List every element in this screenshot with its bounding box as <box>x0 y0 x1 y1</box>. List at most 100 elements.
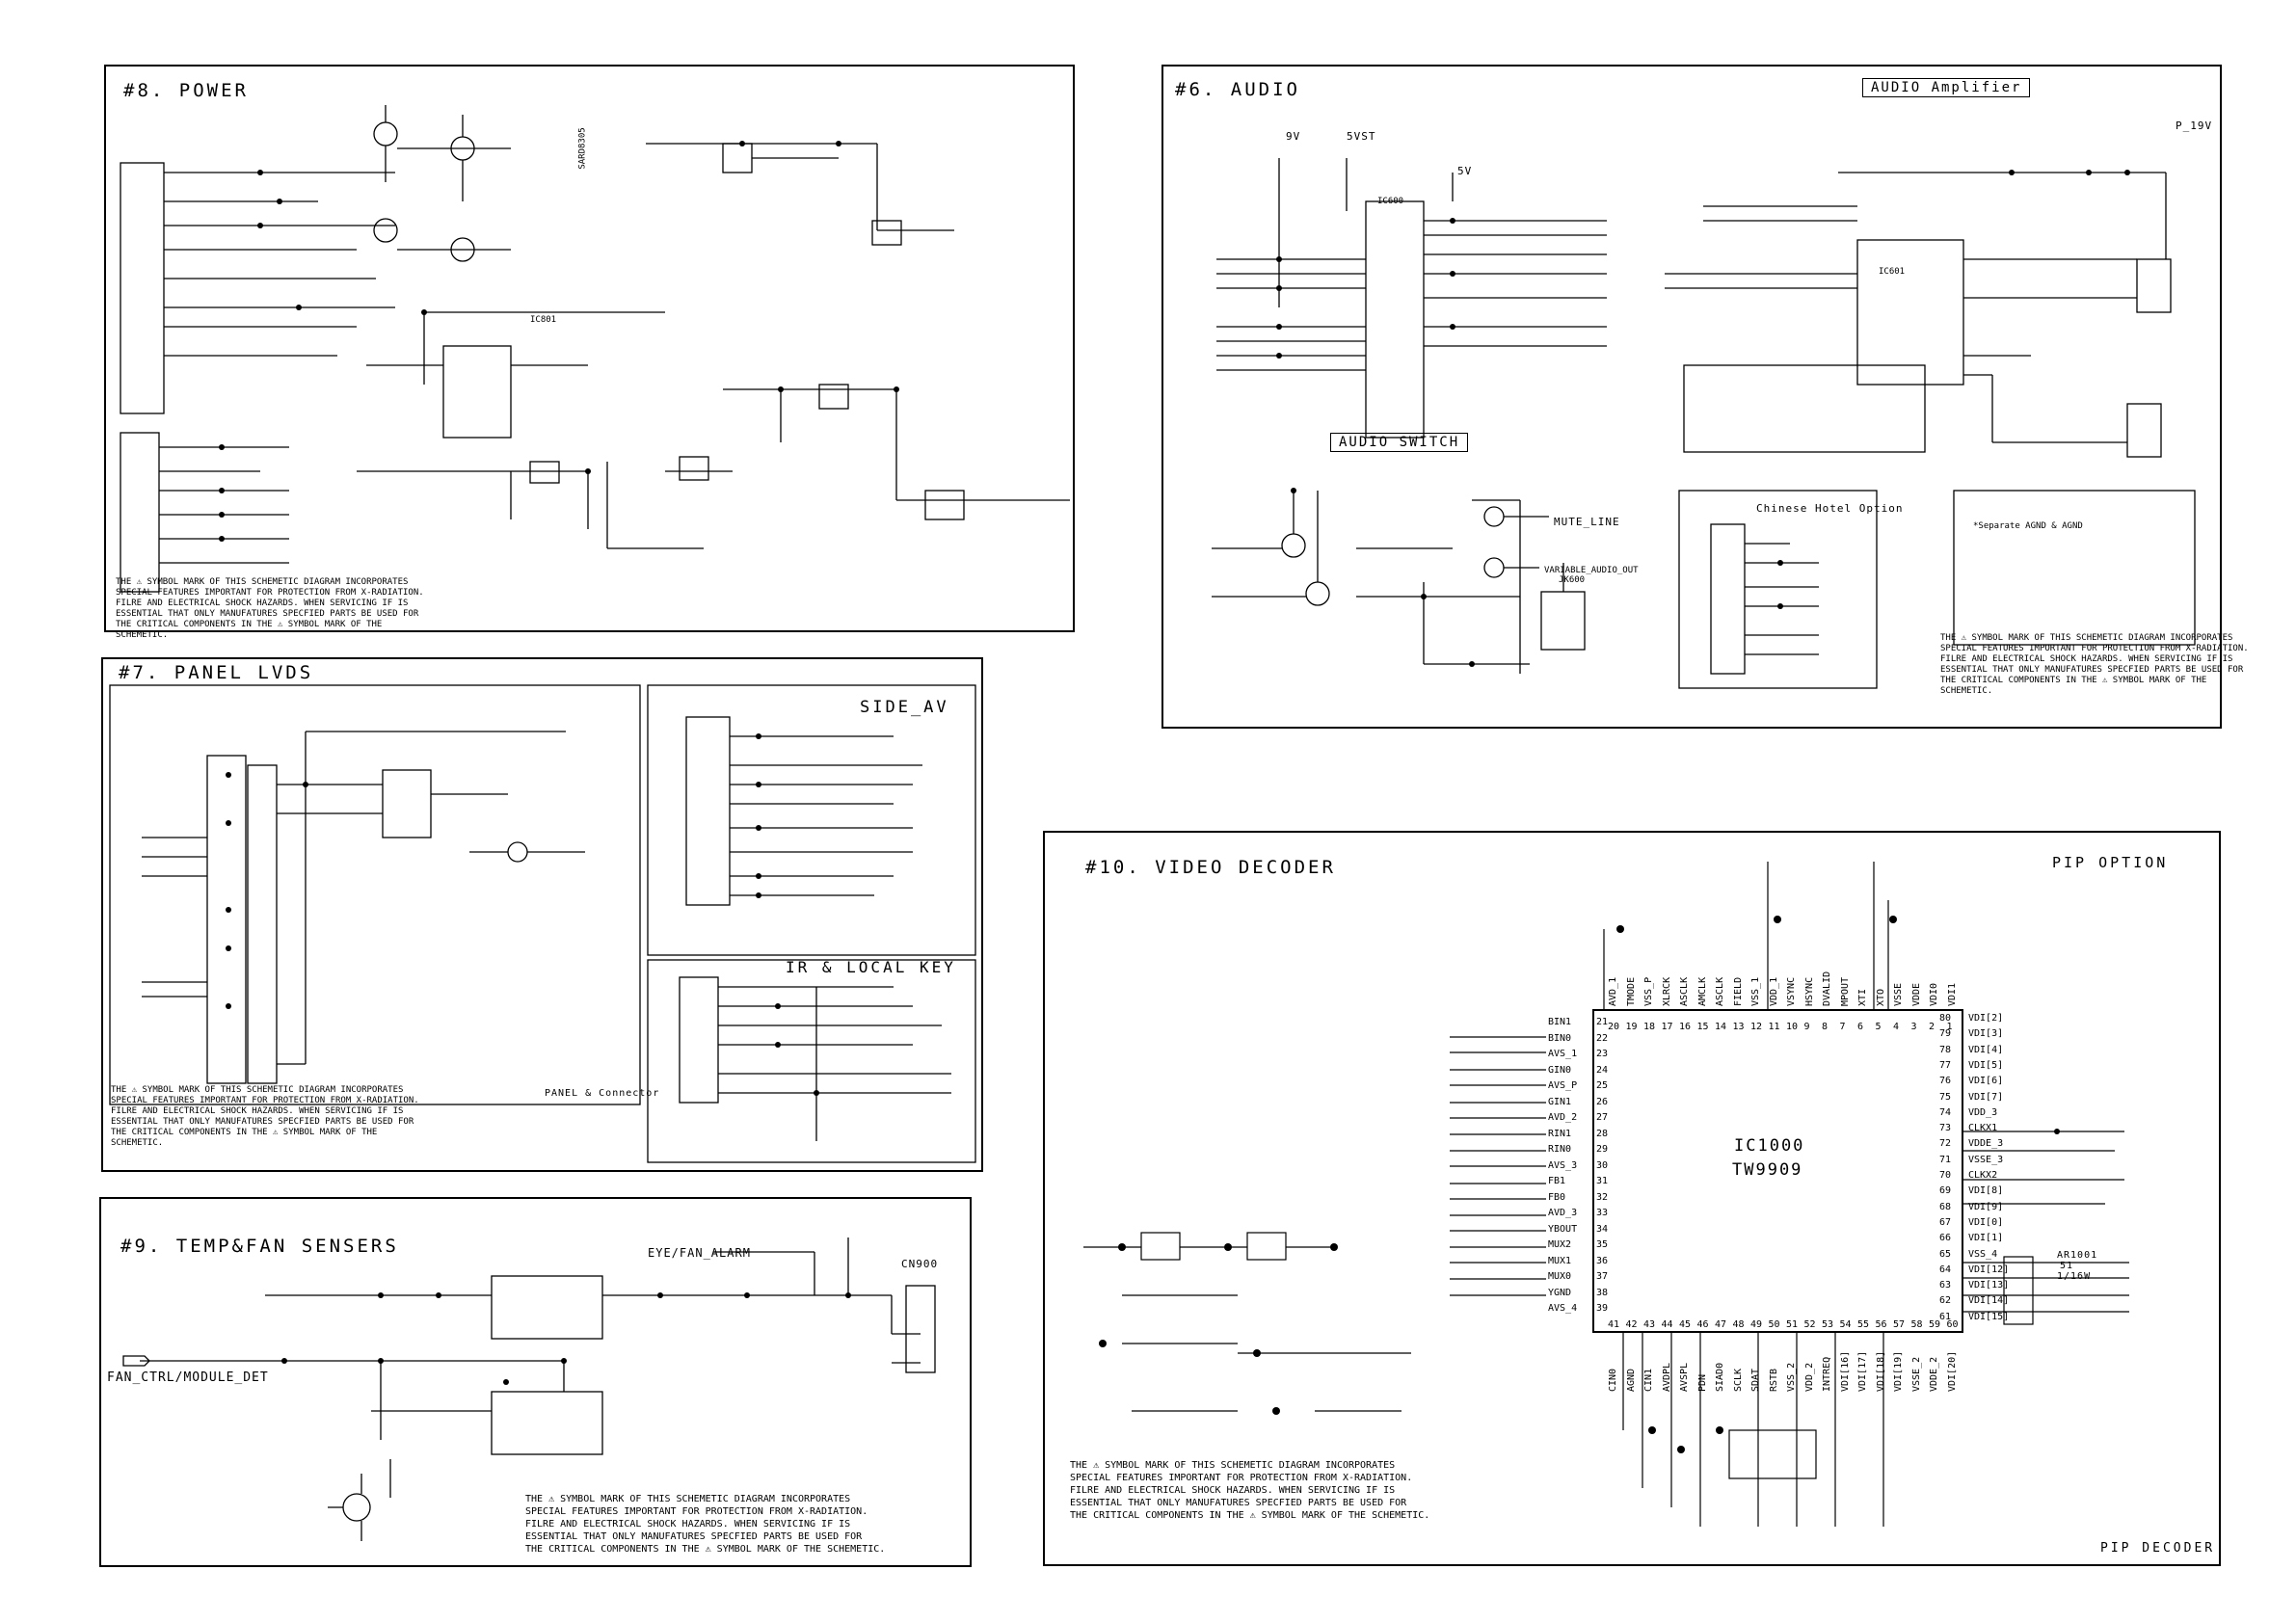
ic-pin-number: 24 <box>1596 1064 1609 1076</box>
audio-title: #6. AUDIO <box>1175 79 1300 100</box>
ic-pin-number: 39 <box>1596 1303 1609 1314</box>
ic-pin-label: VDI[3] <box>1968 1028 2004 1040</box>
ic-pin-label: AVS_1 <box>1548 1049 1578 1059</box>
ic-pin-label: VDI[13] <box>1968 1280 2010 1291</box>
ic-pin-label: VDI[14] <box>1968 1295 2010 1307</box>
ic-pin-number: 16 <box>1679 1022 1692 1032</box>
ic-pin-number: 1 <box>1946 1022 1953 1032</box>
power-panel: #8. POWER SARD8305 IC801 THE ⚠ SYMBOL MA… <box>104 65 1075 640</box>
audio-5vst: 5VST <box>1347 130 1376 143</box>
ic-pin-number: 18 <box>1643 1022 1656 1032</box>
ic-pin-label: BIN0 <box>1548 1032 1572 1044</box>
ic-pin-number: 7 <box>1839 1022 1846 1032</box>
panel-connector-label: PANEL & Connector <box>545 1088 660 1099</box>
ic-pin-label: VDI[6] <box>1968 1076 2004 1087</box>
ic-pin-number: 56 <box>1875 1319 1887 1330</box>
video-schematic <box>1083 862 2129 1527</box>
ic-pin-number: 34 <box>1596 1223 1609 1235</box>
ic-pin-number: 36 <box>1596 1255 1609 1266</box>
ic-pin-number: 6 <box>1857 1022 1864 1032</box>
pip-option-label: PIP OPTION <box>2052 854 2169 871</box>
ic-pin-label: AVS_3 <box>1548 1159 1578 1171</box>
ic-pin-label: GIN0 <box>1548 1064 1572 1076</box>
ic-pin-label: VDI[12] <box>1968 1264 2010 1275</box>
ic-pin-label: VDI[8] <box>1968 1185 2004 1197</box>
panel-notice: THE ⚠ SYMBOL MARK OF THIS SCHEMETIC DIAG… <box>111 1085 419 1148</box>
ic-pin-label: FB1 <box>1548 1176 1566 1186</box>
ic-pin-number: 47 <box>1715 1319 1727 1330</box>
ic-pin-label: FB0 <box>1548 1191 1566 1203</box>
ic-pin-number: 69 <box>1939 1185 1952 1197</box>
ic-pin-number: 23 <box>1596 1049 1609 1059</box>
ic-pin-label: VDI[9] <box>1968 1201 2004 1212</box>
ic-pin-label: BIN1 <box>1548 1017 1572 1027</box>
ic-pin-label: YBOUT <box>1548 1223 1578 1235</box>
ic-pin-label: VDI[1] <box>1968 1233 2004 1244</box>
ic-pin-number: 43 <box>1643 1319 1656 1330</box>
ic1000-name: IC1000 <box>1734 1136 1805 1156</box>
panel-schematic <box>109 684 976 1163</box>
ic-pin-number: 46 <box>1696 1319 1709 1330</box>
power-ic-label: IC801 <box>530 315 557 325</box>
ic-pin-label: VSS_4 <box>1968 1248 1998 1260</box>
ic-pin-number: 4 <box>1893 1022 1900 1032</box>
video-decoder-panel: #10. VIDEO DECODER PIP OPTION PIP DECODE… <box>1043 831 2221 1566</box>
ic-pin-label: CLKX2 <box>1968 1170 1998 1181</box>
panel-title: #7. PANEL LVDS <box>119 662 314 683</box>
ic-pin-number: 74 <box>1939 1106 1952 1118</box>
ic-pin-number: 50 <box>1768 1319 1780 1330</box>
ic-pin-label: VDD_3 <box>1968 1106 1998 1118</box>
audio-5v: 5V <box>1457 165 1473 177</box>
ic-pin-number: 73 <box>1939 1123 1952 1134</box>
ic-pin-label: MUX0 <box>1548 1271 1572 1282</box>
ic-pin-number: 33 <box>1596 1208 1609 1218</box>
ic-pin-number: 54 <box>1839 1319 1852 1330</box>
ic-pin-number: 65 <box>1939 1248 1952 1260</box>
ic-pin-number: 26 <box>1596 1096 1609 1107</box>
ic-pin-number: 17 <box>1661 1022 1673 1032</box>
ic-pin-number: 45 <box>1679 1319 1692 1330</box>
ic-pin-number: 57 <box>1893 1319 1906 1330</box>
temp-fan-panel: #9. TEMP&FAN SENSERS EYE/FAN_ALARM CN900… <box>99 1197 972 1567</box>
audio-switch-label: AUDIO SWITCH <box>1330 433 1469 452</box>
audio-panel: #6. AUDIO AUDIO Amplifier AUDIO SWITCH 9… <box>1161 65 2249 729</box>
ic-pin-number: 72 <box>1939 1138 1952 1150</box>
ic-pin-number: 48 <box>1732 1319 1745 1330</box>
power-notice: THE ⚠ SYMBOL MARK OF THIS SCHEMETIC DIAG… <box>116 577 424 640</box>
ic-pin-number: 2 <box>1929 1022 1936 1032</box>
temp-title: #9. TEMP&FAN SENSERS <box>120 1236 399 1257</box>
side-av-label: SIDE_AV <box>860 698 949 717</box>
ic-pin-number: 78 <box>1939 1044 1952 1055</box>
ic-pin-label: RIN0 <box>1548 1144 1572 1155</box>
ic-pin-number: 52 <box>1803 1319 1816 1330</box>
ic-pin-label: AVD_3 <box>1548 1208 1578 1218</box>
ic1000-part: TW9909 <box>1732 1160 1803 1180</box>
ic-pin-label: MUX2 <box>1548 1239 1572 1250</box>
ic-pin-number: 76 <box>1939 1076 1952 1087</box>
ic-pin-number: 44 <box>1661 1319 1673 1330</box>
ir-key-label: IR & LOCAL KEY <box>786 958 956 976</box>
ic-pin-number: 35 <box>1596 1239 1609 1250</box>
ic-pin-number: 49 <box>1750 1319 1763 1330</box>
temp-notice: THE ⚠ SYMBOL MARK OF THIS SCHEMETIC DIAG… <box>525 1494 886 1555</box>
ic-pin-number: 31 <box>1596 1176 1609 1186</box>
ic-pin-label: RIN1 <box>1548 1128 1572 1139</box>
ic-pin-label: MUX1 <box>1548 1255 1572 1266</box>
audio-mute-label: MUTE_LINE <box>1554 516 1620 528</box>
ic-pin-number: 70 <box>1939 1170 1952 1181</box>
ic-pin-number: 14 <box>1715 1022 1727 1032</box>
video-title: #10. VIDEO DECODER <box>1085 857 1336 878</box>
ic-pin-number: 62 <box>1939 1295 1952 1307</box>
ic-pin-number: 68 <box>1939 1201 1952 1212</box>
ic-pin-number: 30 <box>1596 1159 1609 1171</box>
ic-pin-number: 77 <box>1939 1059 1952 1071</box>
audio-variable-out: VARIABLE_AUDIO_OUT <box>1544 566 1639 575</box>
pip-decoder-label: PIP DECODER <box>2100 1541 2216 1556</box>
ic-pin-number: 60 <box>1946 1319 1959 1330</box>
ic-pin-number: 71 <box>1939 1154 1952 1165</box>
ic-pin-number: 38 <box>1596 1287 1609 1298</box>
power-title: #8. POWER <box>123 80 249 101</box>
ic-pin-number: 19 <box>1625 1022 1638 1032</box>
ic-pin-number: 13 <box>1732 1022 1745 1032</box>
audio-separate-note: *Separate AGND & AGND <box>1973 521 2083 531</box>
